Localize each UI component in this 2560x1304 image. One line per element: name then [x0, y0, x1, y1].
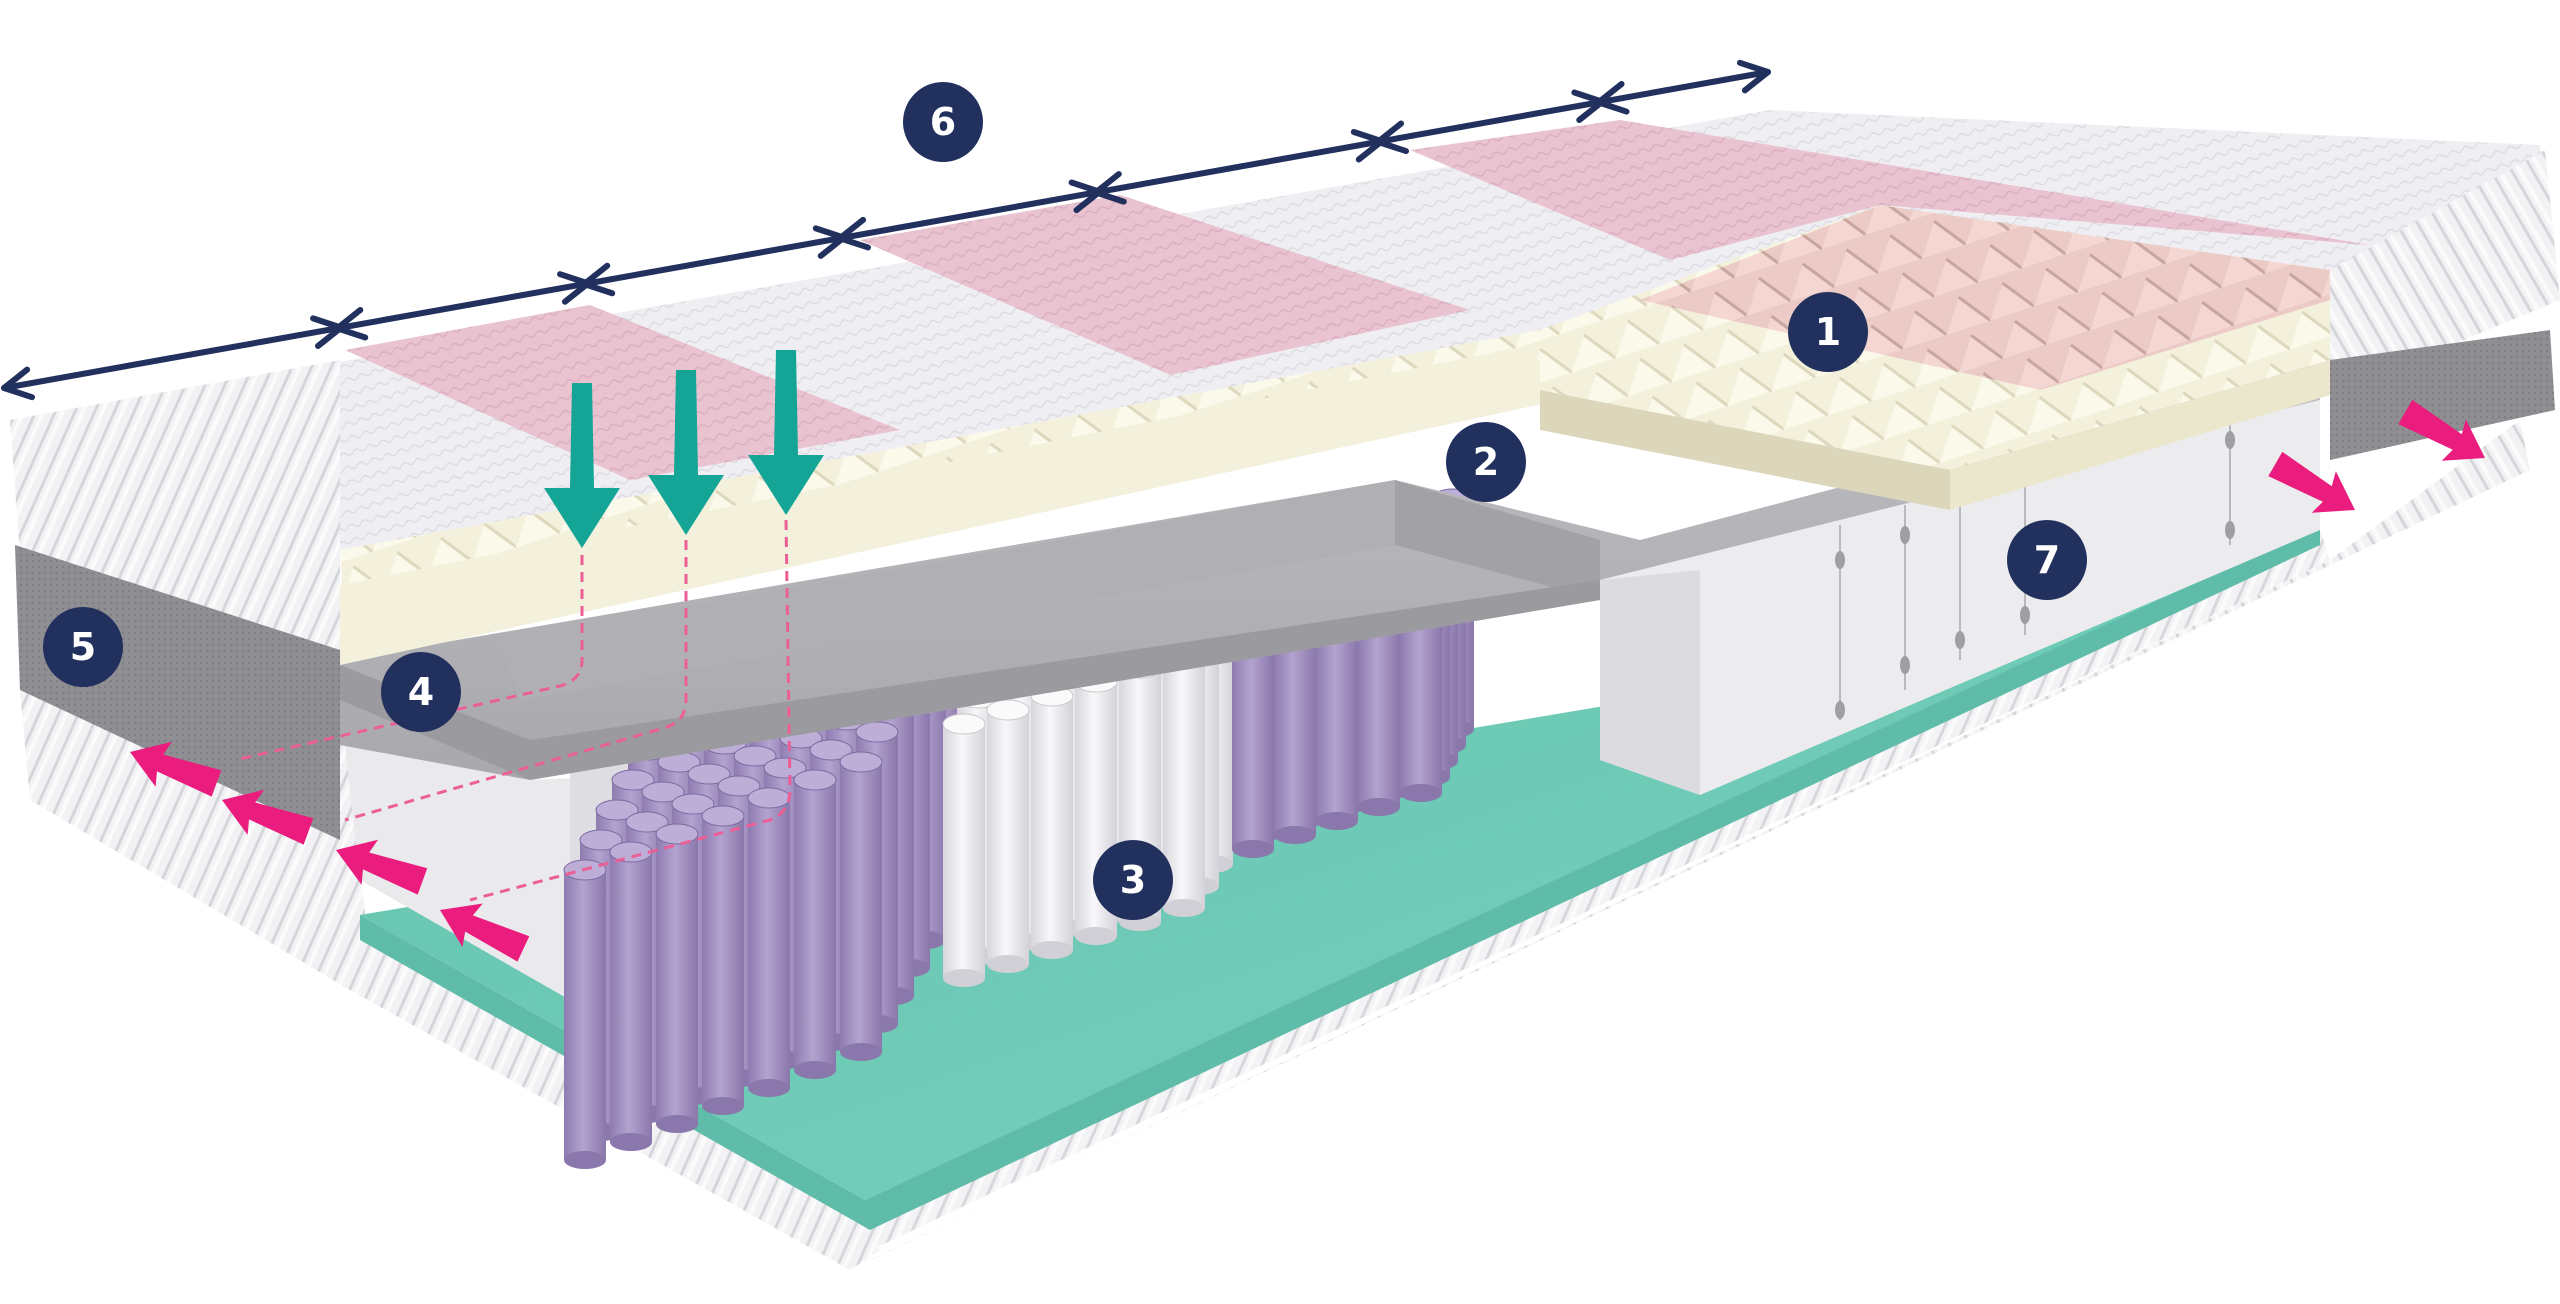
- zone-pink-6: [1410, 120, 2370, 260]
- pressure-arrow-icon: [544, 383, 620, 548]
- comfort-foam-layer: [340, 205, 2330, 665]
- badge-3-pocket-springs: 3: [1093, 840, 1173, 920]
- airflow-arrow-icon: [130, 741, 222, 797]
- badge-2-grey-foam-layer: 2: [1446, 422, 1526, 502]
- pocket-spring: [1231, 632, 1275, 858]
- dimension-line-shaft: [1, 69, 1771, 391]
- pocket-spring: [747, 787, 791, 1097]
- zone-tick: [581, 262, 616, 297]
- pocket-spring: [1273, 618, 1317, 844]
- airflow-arrow-icon: [336, 839, 428, 895]
- pressure-arrow-icon: [748, 350, 824, 515]
- zone-tick: [1374, 120, 1410, 155]
- badge-7-perimeter-foam: 7: [2007, 520, 2087, 600]
- badge-5-breathable-side-mesh: 5: [43, 607, 123, 687]
- zone-tick: [836, 216, 871, 251]
- airflow-dashed-path: [469, 519, 792, 902]
- badge-4-airflow-channels: 4: [381, 652, 461, 732]
- zone-tick: [1595, 81, 1630, 115]
- airflow-dashed-path: [234, 555, 584, 762]
- zone-dimension-line: [1, 59, 1771, 401]
- pocket-spring: [942, 713, 986, 987]
- pocket-spring: [793, 769, 837, 1079]
- perimeter-foam-block: [1600, 400, 2320, 795]
- pocket-spring: [1030, 685, 1074, 959]
- zone-pink-4: [860, 195, 1470, 375]
- airflow-arrow-icon: [2268, 451, 2355, 513]
- pocket-spring: [609, 841, 653, 1151]
- airflow-paths: [234, 519, 792, 902]
- dimension-arrowhead-left: [1, 366, 36, 401]
- zone-pink-2: [345, 305, 900, 480]
- pressure-arrows: [544, 350, 824, 548]
- zone-tick: [334, 306, 369, 341]
- top-cover: [10, 110, 2560, 690]
- airflow-arrow-icon: [440, 903, 530, 962]
- airflow-arrow-icon: [222, 789, 314, 845]
- mattress-bottom-perimeter: [20, 420, 2530, 1270]
- pressure-arrow-icon: [648, 370, 724, 535]
- pocket-spring: [839, 751, 883, 1061]
- airflow-arrows: [130, 399, 2485, 962]
- badge-1-comfort-foam-layer: 1: [1788, 292, 1868, 372]
- pocket-spring: [701, 805, 745, 1115]
- dimension-arrowhead-right: [1736, 59, 1771, 94]
- zone-tick: [1092, 171, 1127, 205]
- airflow-arrow-icon: [2398, 399, 2485, 461]
- airflow-dashed-path: [344, 540, 688, 822]
- badge-6-zones: 6: [903, 82, 983, 162]
- pocket-spring: [563, 859, 607, 1169]
- pocket-spring: [986, 699, 1030, 973]
- pocket-spring: [655, 823, 699, 1133]
